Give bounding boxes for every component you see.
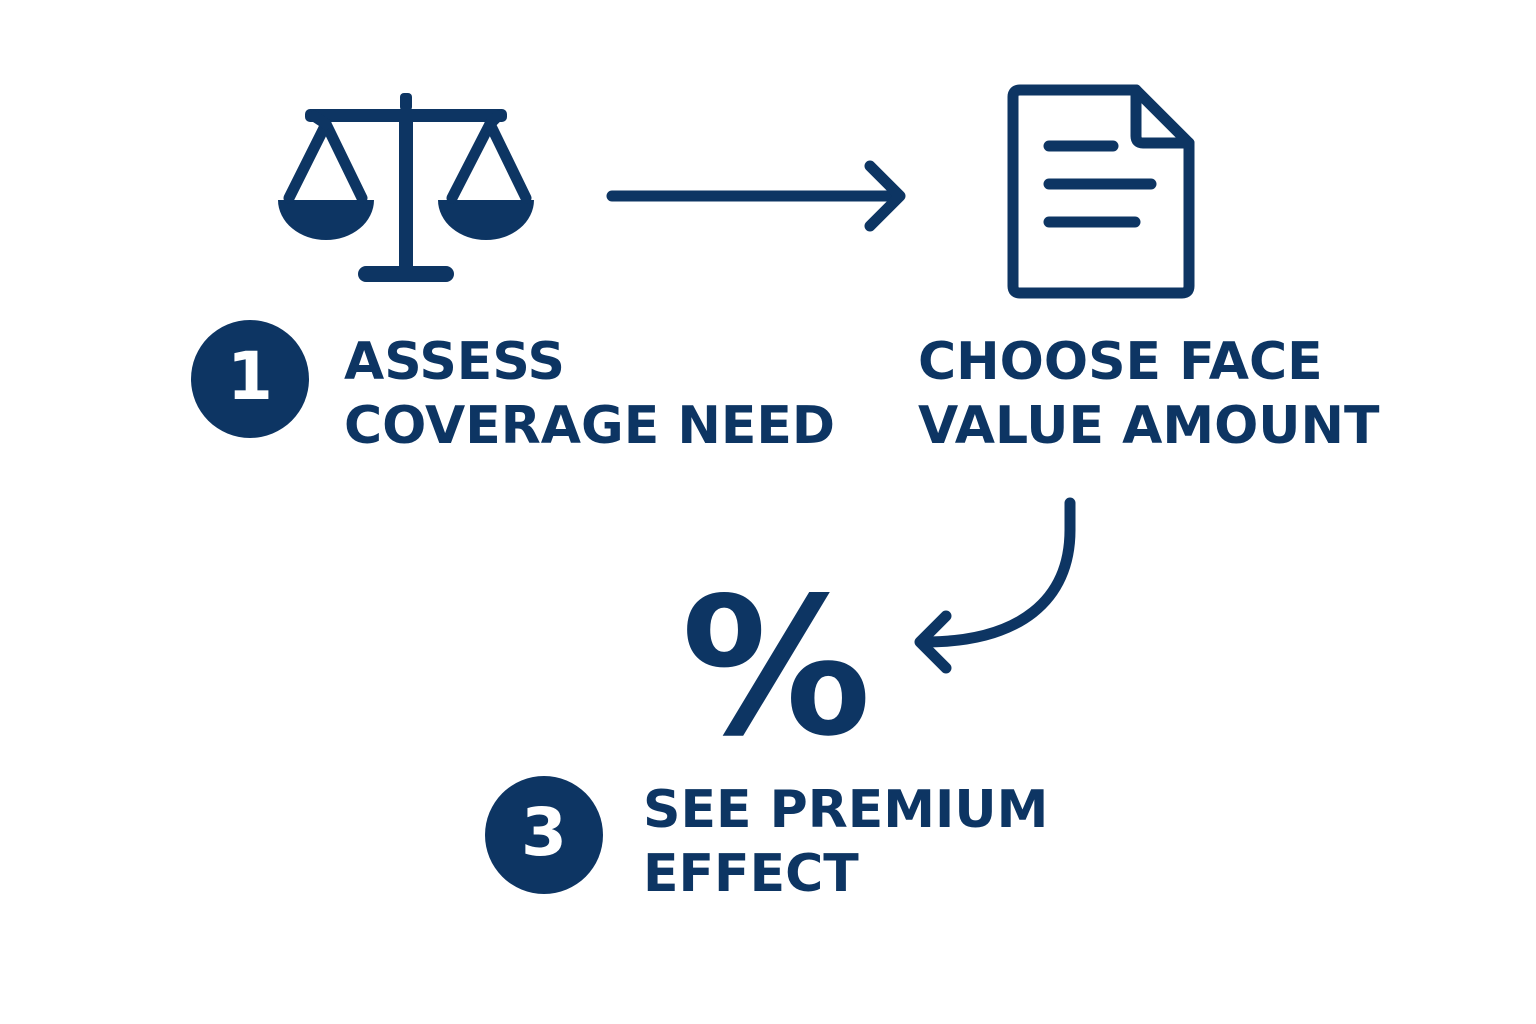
step-1-number: 1 bbox=[227, 338, 273, 415]
step-3-label-line-2: EFFECT bbox=[643, 844, 859, 904]
step-2-label-line-2: VALUE AMOUNT bbox=[918, 396, 1380, 456]
step-3-number-badge: 3 bbox=[485, 776, 603, 894]
step-3-label-line-1: SEE PREMIUM bbox=[643, 780, 1049, 840]
arrow-right-icon bbox=[606, 160, 906, 232]
balance-scale-strings bbox=[283, 110, 532, 204]
step-2-label: CHOOSE FACE VALUE AMOUNT bbox=[918, 330, 1380, 458]
step-1-label-line-2: COVERAGE NEED bbox=[344, 396, 836, 456]
balance-scale-icon bbox=[278, 93, 534, 282]
step-1-number-badge: 1 bbox=[191, 320, 309, 438]
step-3-number: 3 bbox=[521, 794, 567, 871]
curved-arrow-icon bbox=[914, 497, 1076, 674]
document-icon bbox=[1007, 84, 1195, 299]
step-1-label: ASSESS COVERAGE NEED bbox=[344, 330, 835, 458]
step-2-label-line-1: CHOOSE FACE bbox=[918, 332, 1323, 392]
step-3-label: SEE PREMIUM EFFECT bbox=[643, 778, 1048, 906]
percent-icon: % bbox=[681, 557, 872, 778]
step-1-label-line-1: ASSESS bbox=[344, 332, 565, 392]
